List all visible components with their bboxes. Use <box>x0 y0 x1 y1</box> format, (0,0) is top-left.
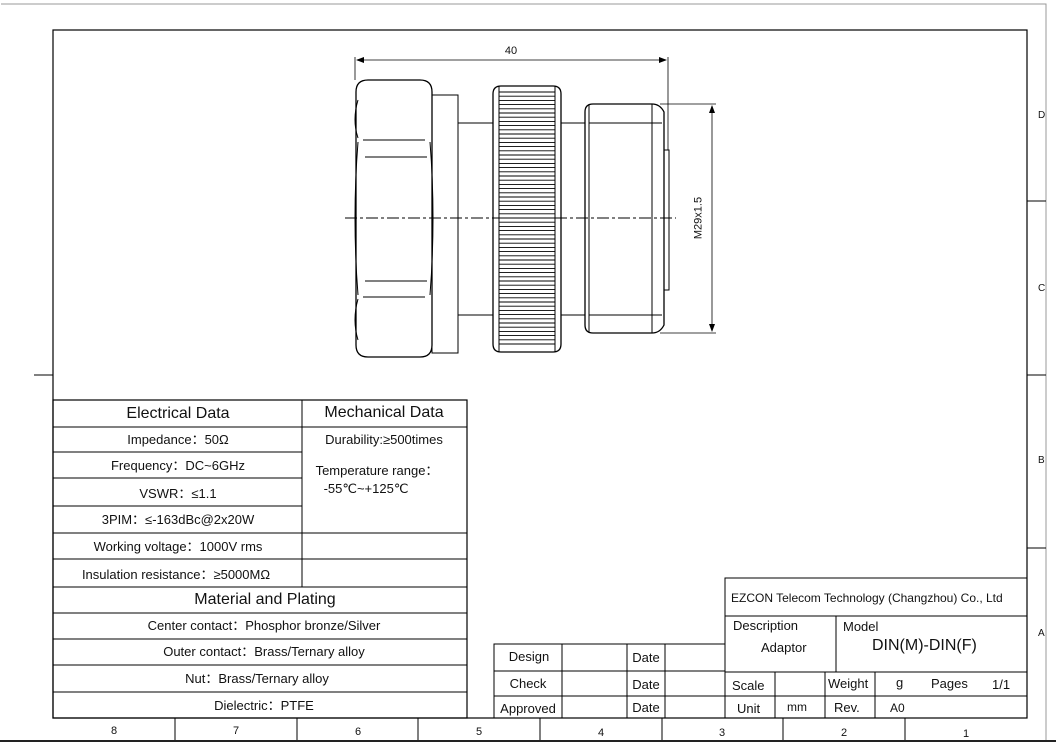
grid-row-b: B <box>1038 455 1045 466</box>
check-label: Check <box>509 676 547 691</box>
durability-value: Durability:≥500times <box>325 432 443 447</box>
nut-value: Nut：Brass/Ternary alloy <box>185 671 329 686</box>
unit-label: Unit <box>737 701 761 716</box>
grid-row-d: D <box>1038 110 1046 121</box>
pim-value: 3PIM：≤-163dBc@2x20W <box>101 512 255 527</box>
scale-label: Scale <box>732 678 765 693</box>
specs-table-lines <box>52 399 468 719</box>
description-label: Description <box>733 618 799 633</box>
approved-date-label: Date <box>632 700 660 715</box>
model-label: Model <box>843 619 879 634</box>
weight-label: Weight <box>828 676 869 691</box>
connector-drawing <box>354 79 670 358</box>
design-date-label: Date <box>632 650 660 665</box>
dimension-length: 40 <box>504 45 518 57</box>
grid-row-a: A <box>1038 628 1045 639</box>
grid-col-5: 5 <box>475 726 483 738</box>
pages-value: 1/1 <box>992 677 1011 692</box>
rev-label: Rev. <box>834 700 860 715</box>
knurl-pattern <box>499 91 555 345</box>
design-label: Design <box>508 649 550 664</box>
dimension-lines <box>354 57 716 334</box>
grid-col-7: 7 <box>232 725 240 737</box>
model-value: DIN(M)-DIN(F) <box>872 637 977 654</box>
temperature-value: -55℃~+125℃ <box>323 481 409 496</box>
insulation-value: Insulation resistance：≥5000MΩ <box>81 567 271 582</box>
weight-unit: g <box>896 675 904 690</box>
grid-row-c: C <box>1038 283 1046 294</box>
outer-contact-value: Outer contact：Brass/Ternary alloy <box>163 644 365 659</box>
dimension-thread: M29x1.5 <box>692 196 705 240</box>
electrical-header: Electrical Data <box>126 405 230 422</box>
mechanical-header: Mechanical Data <box>324 404 444 421</box>
unit-value: mm <box>787 700 807 714</box>
grid-col-2: 2 <box>840 727 848 739</box>
vswr-value: VSWR：≤1.1 <box>139 486 217 501</box>
center-contact-value: Center contact：Phosphor bronze/Silver <box>147 618 381 633</box>
material-header: Material and Plating <box>194 591 336 608</box>
titleblock-lines <box>724 577 1028 719</box>
grid-col-6: 6 <box>354 726 362 738</box>
grid-col-8: 8 <box>110 725 118 737</box>
rev-value: A0 <box>890 701 905 715</box>
grid-col-1: 1 <box>962 728 970 740</box>
impedance-value: Impedance：50Ω <box>127 432 229 447</box>
approved-label: Approved <box>500 701 556 716</box>
check-date-label: Date <box>632 677 660 692</box>
frequency-value: Frequency：DC~6GHz <box>110 458 246 473</box>
pages-label: Pages <box>931 676 968 691</box>
description-value: Adaptor <box>761 640 807 655</box>
grid-col-4: 4 <box>597 727 605 739</box>
grid-col-3: 3 <box>718 727 726 739</box>
temperature-label: Temperature range： <box>315 463 439 478</box>
dielectric-value: Dielectric：PTFE <box>214 698 314 713</box>
company-name: EZCON Telecom Technology (Changzhou) Co.… <box>731 591 1003 605</box>
signoff-table-lines <box>493 643 726 719</box>
voltage-value: Working voltage：1000V rms <box>93 539 263 554</box>
